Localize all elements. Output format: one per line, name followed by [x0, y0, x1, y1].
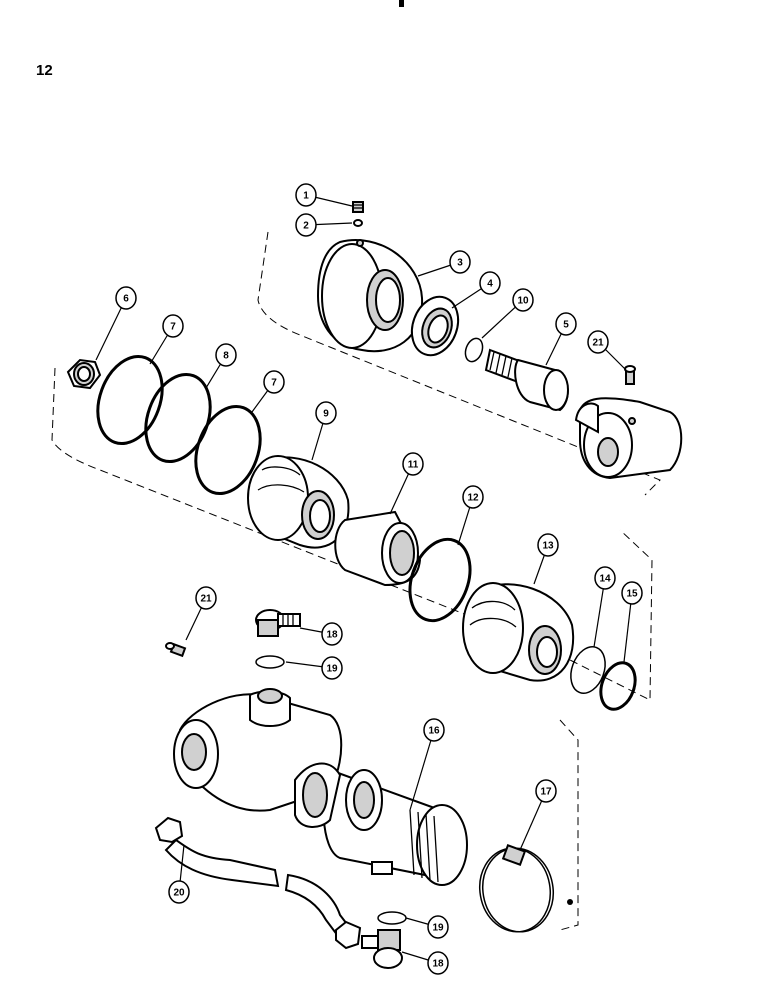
- callout-label: 1: [303, 191, 309, 202]
- callout-c3: 3: [449, 250, 471, 274]
- callout-c11: 11: [402, 452, 424, 476]
- callout-c19b: 19: [427, 915, 449, 939]
- o-ring-8-part: [144, 372, 212, 464]
- callout-c5: 5: [555, 312, 577, 336]
- callout-c21b: 21: [195, 586, 217, 610]
- backup-ring-7b-part: [194, 404, 262, 496]
- callout-label: 17: [540, 787, 552, 798]
- ball-part: [353, 219, 363, 227]
- callout-label: 9: [323, 409, 329, 420]
- backup-ring-15-part: [599, 661, 637, 711]
- callout-label: 2: [303, 221, 309, 232]
- callout-label: 18: [326, 630, 338, 641]
- barrel-part: [173, 688, 468, 886]
- callout-c18a: 18: [321, 622, 343, 646]
- callout-label: 13: [542, 541, 554, 552]
- backup-ring-part: [464, 337, 484, 363]
- backup-ring-7a-part: [96, 354, 164, 446]
- callout-label: 4: [487, 279, 493, 290]
- callout-c17: 17: [535, 779, 557, 803]
- callout-c21a: 21: [587, 330, 609, 354]
- o-ring-19-lower-part: [377, 911, 407, 925]
- header-fragment-mark: [399, 0, 404, 7]
- callout-c4: 4: [479, 271, 501, 295]
- callout-c7b: 7: [263, 370, 285, 394]
- set-screw-part: [352, 201, 364, 213]
- callout-c14: 14: [594, 566, 616, 590]
- grease-fitting-part: [624, 365, 636, 385]
- callout-c12: 12: [462, 485, 484, 509]
- callout-label: 12: [467, 493, 479, 504]
- head-part: [462, 582, 575, 682]
- grease-fitting-lower-part: [165, 642, 187, 658]
- callout-label: 16: [428, 726, 440, 737]
- callout-c10: 10: [512, 288, 534, 312]
- callout-label: 7: [170, 322, 176, 333]
- callout-label: 14: [599, 574, 611, 585]
- callout-label: 20: [173, 888, 185, 899]
- callout-label: 3: [457, 258, 463, 269]
- o-ring-19-upper-part: [255, 655, 285, 669]
- o-ring-14-part: [570, 646, 606, 694]
- callout-label: 19: [326, 664, 338, 675]
- callout-c15: 15: [621, 581, 643, 605]
- lock-nut-part: [66, 358, 102, 390]
- callout-label: 21: [592, 338, 604, 349]
- callout-c1: 1: [295, 183, 317, 207]
- callout-label: 15: [626, 589, 638, 600]
- hose-part: [154, 816, 362, 950]
- callout-c19a: 19: [321, 656, 343, 680]
- rod-eye-part: [574, 397, 683, 480]
- page-number: 12: [36, 62, 53, 79]
- piston-part: [247, 455, 350, 549]
- callout-label: 10: [517, 296, 529, 307]
- lower-group-outline: [559, 719, 579, 931]
- elbow-fitting-upper-part: [255, 609, 301, 637]
- hose-clamp-part: [479, 844, 573, 933]
- o-ring-12-part: [408, 537, 472, 623]
- callout-c9: 9: [315, 401, 337, 425]
- callout-label: 8: [223, 351, 229, 362]
- callout-c16: 16: [423, 718, 445, 742]
- callout-label: 11: [408, 460, 419, 471]
- callout-label: 21: [200, 594, 212, 605]
- callout-label: 7: [271, 378, 277, 389]
- elbow-fitting-lower-part: [361, 929, 403, 969]
- rod-seal-part: [410, 295, 460, 357]
- callout-label: 5: [563, 320, 569, 331]
- callout-c13: 13: [537, 533, 559, 557]
- callout-c18b: 18: [427, 951, 449, 975]
- rod-end-part: [484, 348, 569, 412]
- callout-label: 19: [432, 923, 444, 934]
- middle-group-outline: [51, 367, 653, 701]
- spacer-tube-part: [334, 510, 422, 587]
- callout-c7a: 7: [162, 314, 184, 338]
- callout-c6: 6: [115, 286, 137, 310]
- callout-label: 18: [432, 959, 444, 970]
- callout-c20: 20: [168, 880, 190, 904]
- callout-c8: 8: [215, 343, 237, 367]
- gland-part: [316, 239, 424, 353]
- callout-label: 6: [123, 294, 129, 305]
- leader-line-c16: [409, 729, 435, 811]
- upper-group-outline: [257, 231, 661, 496]
- callout-c2: 2: [295, 213, 317, 237]
